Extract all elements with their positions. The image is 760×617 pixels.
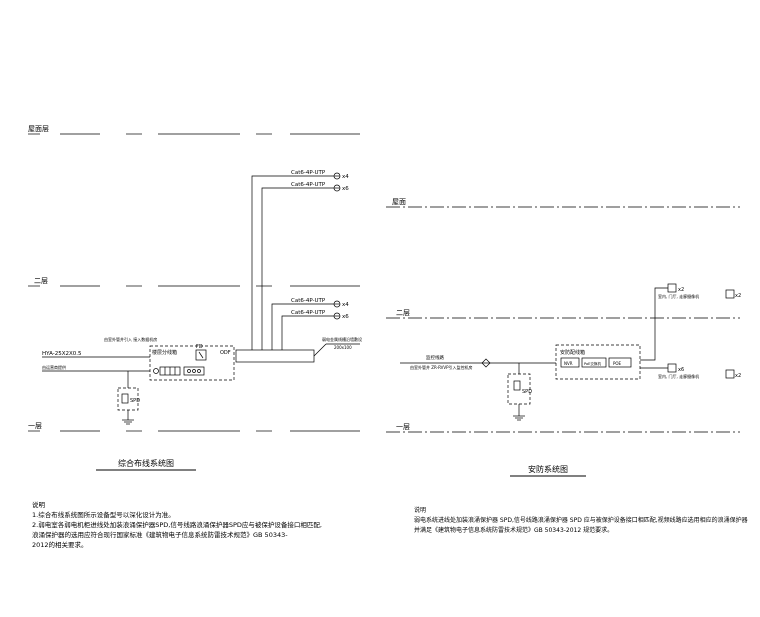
- floor-2-label-left: 二层: [34, 277, 48, 285]
- odf-label: ODF: [220, 350, 231, 356]
- outlet-icons: [333, 172, 341, 320]
- cam-low-mark: x2: [735, 373, 741, 379]
- count-2: x6: [342, 186, 349, 192]
- right-incoming-label: 监控线路: [426, 354, 444, 361]
- floor-distribution-box: [149, 345, 235, 381]
- switch-icon: [183, 366, 205, 376]
- left-riser-lines: [251, 175, 334, 350]
- security-distribution-box: [555, 344, 641, 380]
- right-diagram-title: 安防系统图: [528, 464, 568, 474]
- cable-label-2: Cat6-4P-UTP: [291, 182, 326, 188]
- cam-low-count: x6: [678, 367, 684, 373]
- left-diagram-title: 综合布线系统图: [118, 458, 174, 468]
- left-notes: 说明 1.综合布线系统图所示设备型号以深化设计为准。 2.弱电室各弱电机柜进线处…: [32, 500, 322, 550]
- cam-up-label: 室内, 门厅, 走廊摄像机: [658, 293, 699, 299]
- tray-note-2: 200x100: [334, 345, 352, 350]
- spd-label-left: SPD: [130, 398, 140, 404]
- left-notes-line2: 2.弱电室各弱电机柜进线处加装浪涌保护器SPD,信号线路浪涌保护器SPD应与被保…: [32, 521, 322, 529]
- security-box-label: 安防配线箱: [560, 349, 585, 356]
- right-incoming-note: 由室外管井 ZR-RVVP引入监控机房: [410, 364, 473, 370]
- fd-label: FD: [196, 344, 203, 350]
- floor-roof-label-right: 屋面: [392, 198, 406, 206]
- tray-note-1: 弱电金属线槽沿墙敷设: [322, 336, 362, 342]
- count-3: x4: [342, 302, 349, 308]
- floor-2-label-right: 二层: [396, 309, 410, 317]
- right-notes-line2: 并满足《建筑物电子信息系统防雷技术规范》GB 50343-2012 规范要求。: [414, 527, 614, 534]
- nvr-icon: [560, 357, 580, 368]
- cam-up-mark: x2: [735, 293, 741, 299]
- right-riser-up: [640, 287, 668, 361]
- poe-switch-icon: [581, 357, 607, 368]
- poe-label: POE: [613, 361, 622, 366]
- left-notes-heading: 说明: [32, 501, 45, 509]
- camera-icon-up: [667, 283, 677, 293]
- incoming-note-2: 由运营商提供: [42, 364, 66, 370]
- cable-label-4: Cat6-4P-UTP: [291, 310, 326, 316]
- floor-1-label-right: 一层: [396, 423, 410, 431]
- incoming-note-1: 由室外管井引入 接入数据机房: [104, 336, 157, 342]
- right-floor-lines: [386, 206, 740, 433]
- count-1: x4: [342, 174, 349, 180]
- fd-icon: [195, 349, 207, 361]
- junction-icon: [481, 358, 491, 368]
- odf-connector-icon: [153, 368, 159, 374]
- cam-up-count: x2: [678, 287, 684, 293]
- right-notes: 说明 弱电系统进线处加装浪涌保护器 SPD,信号线路浪涌保护器 SPD 应与被保…: [414, 506, 748, 536]
- spd-label-right: SPD: [522, 389, 532, 395]
- mark-icon-up: [725, 289, 735, 299]
- cable-tray: [235, 349, 315, 363]
- cable-label-3: Cat6-4P-UTP: [291, 298, 326, 304]
- left-notes-line3: 浪涌保护器的选用应符合现行国家标准《建筑物电子信息系统防雷技术规范》GB 503…: [32, 531, 288, 539]
- count-4: x6: [342, 314, 349, 320]
- right-notes-heading: 说明: [414, 507, 427, 514]
- floor-1-label-left: 一层: [28, 422, 42, 430]
- left-floor-lines: [28, 133, 360, 432]
- left-notes-line4: 2012的相关要求。: [32, 541, 88, 549]
- camera-icon-low: [667, 363, 677, 373]
- floor-roof-label-left: 屋面层: [28, 125, 49, 133]
- switch-label: PoE交换机: [584, 361, 601, 366]
- cam-low-label: 室内, 门厅, 走廊摄像机: [658, 373, 699, 379]
- box-label: 楼层分线箱: [152, 349, 177, 356]
- mark-icon-low: [725, 369, 735, 379]
- cable-label-1: Cat6-4P-UTP: [291, 170, 326, 176]
- incoming-cable-label: HYA-25X2X0.5: [42, 351, 82, 357]
- right-notes-line1: 弱电系统进线处加装浪涌保护器 SPD,信号线路浪涌保护器 SPD 应与被保护设备…: [414, 517, 748, 524]
- fd-right-icon: [608, 357, 632, 368]
- tray-leader: [313, 343, 327, 357]
- left-notes-line1: 1.综合布线系统图所示设备型号以深化设计为准。: [32, 511, 175, 519]
- nvr-label: NVR: [564, 361, 573, 366]
